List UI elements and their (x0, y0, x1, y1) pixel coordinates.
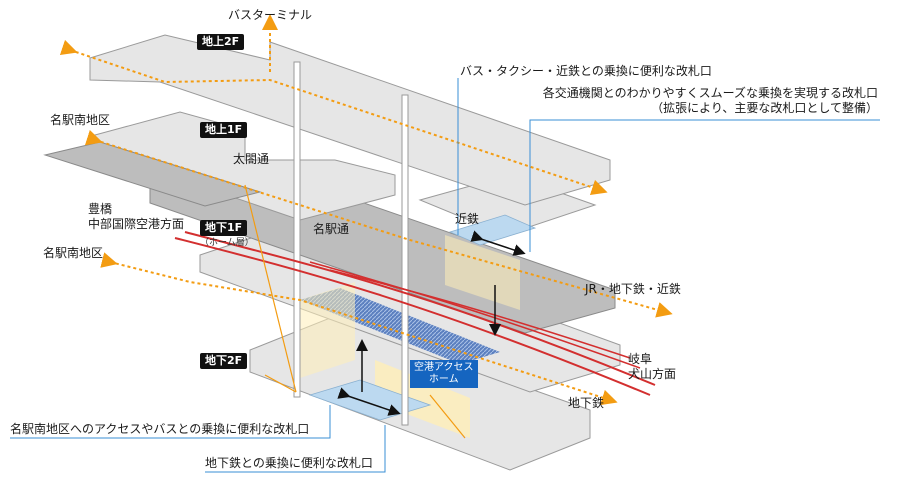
callout-bus-taxi-kintetsu: バス・タクシー・近鉄との乗換に便利な改札口 (460, 64, 712, 78)
callout-main-gate-line1: 各交通機関とのわかりやすくスムーズな乗換を実現する改札口 (542, 86, 878, 100)
gate-leader-2 (264, 374, 297, 393)
floor-tag-f2: 地上2F (197, 34, 245, 50)
floor-tag-b2: 地下2F (200, 353, 248, 369)
gate-leader-3 (429, 394, 466, 439)
horizontal-gate-arrow-b2 (337, 387, 401, 416)
vertical-shaft-right (401, 94, 409, 426)
callout-main-gate-line2: （拡張により、主要な改札口として整備） (651, 101, 878, 115)
direction-jr-subway-kintetsu: JR・地下鉄・近鉄 (585, 282, 681, 296)
callout-meieki-south-access: 名駅南地区へのアクセスやバスとの乗換に便利な改札口 (10, 422, 310, 436)
callout-line-4 (205, 425, 386, 473)
floor-tag-f1: 地上1F (200, 122, 248, 138)
direction-subway: 地下鉄 (568, 396, 605, 410)
callout-line-3 (10, 405, 331, 439)
direction-airport: 中部国際空港方面 (88, 217, 185, 231)
vertical-shaft-left (293, 61, 301, 398)
callout-subway-transfer: 地下鉄との乗換に便利な改札口 (205, 456, 373, 470)
path-meieki (84, 129, 673, 318)
horizontal-gate-arrow-kintetsu (470, 230, 526, 256)
callout-main-gate: 各交通機関とのわかりやすくスムーズな乗換を実現する改札口 （拡張により、主要な改… (543, 86, 878, 116)
floor-tag-b1: 地下1F (200, 220, 248, 236)
direction-meieki-south-upper: 名駅南地区 (50, 113, 111, 127)
gate-leader-1 (244, 184, 297, 393)
airport-tag-line2: ホーム (428, 374, 459, 385)
direction-toyohashi: 豊橋 (88, 202, 113, 216)
path-b1 (100, 252, 618, 406)
floor-tag-b1-subtitle: （ホーム層） (200, 238, 254, 248)
direction-inuyama: 犬山方面 (628, 367, 677, 381)
direction-gifu: 岐阜 (628, 352, 653, 366)
airport-tag-line1: 空港アクセス (414, 362, 474, 373)
direction-kintetsu: 近鉄 (455, 212, 480, 226)
callout-line-2 (529, 119, 880, 252)
street-taiko: 太閤通 (233, 152, 270, 166)
direction-meieki-south-lower: 名駅南地区 (43, 246, 104, 260)
airport-access-platform-tag: 空港アクセス ホーム (410, 360, 478, 388)
street-meieki: 名駅通 (313, 222, 350, 236)
direction-bus-terminal: バスターミナル (228, 8, 313, 22)
